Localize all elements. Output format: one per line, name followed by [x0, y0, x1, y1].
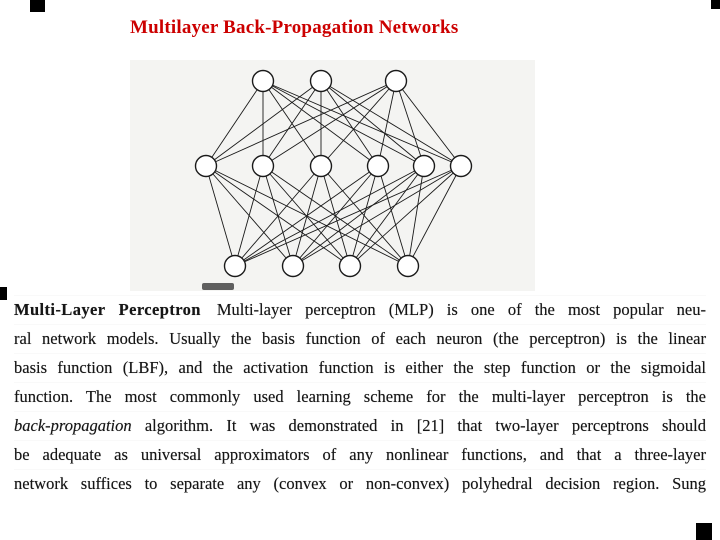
network-edge: [262, 80, 397, 167]
network-edge: [234, 165, 322, 267]
neuron-node: [251, 154, 275, 178]
neuron-node: [309, 69, 333, 93]
scan-artifact-bottom-right: [696, 523, 712, 540]
network-edge: [395, 80, 425, 167]
neural-network-diagram: [194, 69, 473, 278]
neuron-node: [412, 154, 436, 178]
neuron-node: [396, 254, 420, 278]
cropped-caption-fragment: [202, 283, 234, 290]
neuron-node: [223, 254, 247, 278]
network-edge: [349, 165, 462, 267]
network-edge: [205, 165, 236, 267]
network-edge: [320, 80, 462, 167]
network-edge: [349, 165, 425, 267]
network-edge: [205, 165, 294, 267]
neuron-node: [309, 154, 333, 178]
text-line: function. The most commonly used learnin…: [14, 387, 706, 406]
network-edge: [234, 165, 264, 267]
network-figure: [130, 60, 535, 291]
neuron-node: [281, 254, 305, 278]
network-edge: [377, 165, 409, 267]
neuron-node: [194, 154, 218, 178]
paragraph-lead-bold: Multi-Layer Perceptron: [14, 300, 201, 319]
network-edge: [395, 80, 462, 167]
network-edge: [205, 80, 322, 167]
network-edge: [234, 165, 462, 267]
text-line: ral network models. Usually the basis fu…: [14, 329, 706, 348]
network-edge: [320, 80, 397, 167]
paragraph-lead-italic: back-propagation: [14, 416, 132, 435]
scan-artifact-left-edge: [0, 287, 7, 300]
text-line: network suffices to separate any (convex…: [14, 474, 706, 493]
neuron-node: [251, 69, 275, 93]
network-edge: [407, 165, 425, 267]
neuron-node: [366, 154, 390, 178]
network-edge: [292, 165, 425, 267]
scan-artifact-top-right: [711, 0, 720, 9]
network-edge: [262, 80, 379, 167]
slide-title: Multilayer Back-Propagation Networks: [130, 17, 459, 38]
network-edge: [262, 80, 462, 167]
network-edge: [377, 80, 397, 167]
network-edge: [262, 80, 322, 167]
neuron-node: [449, 154, 473, 178]
network-edge: [320, 80, 379, 167]
text-line: basis function (LBF), and the activation…: [14, 358, 706, 377]
scan-artifact-top-left: [30, 0, 45, 12]
text-line: back-propagation algorithm. It was demon…: [14, 416, 707, 435]
network-edge: [320, 165, 409, 267]
network-edge: [320, 80, 425, 167]
network-edge: [407, 165, 462, 267]
network-edge: [262, 80, 425, 167]
neuron-node: [384, 69, 408, 93]
network-edge: [292, 165, 462, 267]
network-edge: [205, 80, 264, 167]
text-line: be adequate as universal approximators o…: [14, 445, 706, 464]
network-edge: [205, 80, 397, 167]
network-edge: [234, 165, 379, 267]
network-edge: [349, 165, 379, 267]
network-edge: [292, 165, 379, 267]
neuron-node: [338, 254, 362, 278]
network-edge: [234, 165, 425, 267]
